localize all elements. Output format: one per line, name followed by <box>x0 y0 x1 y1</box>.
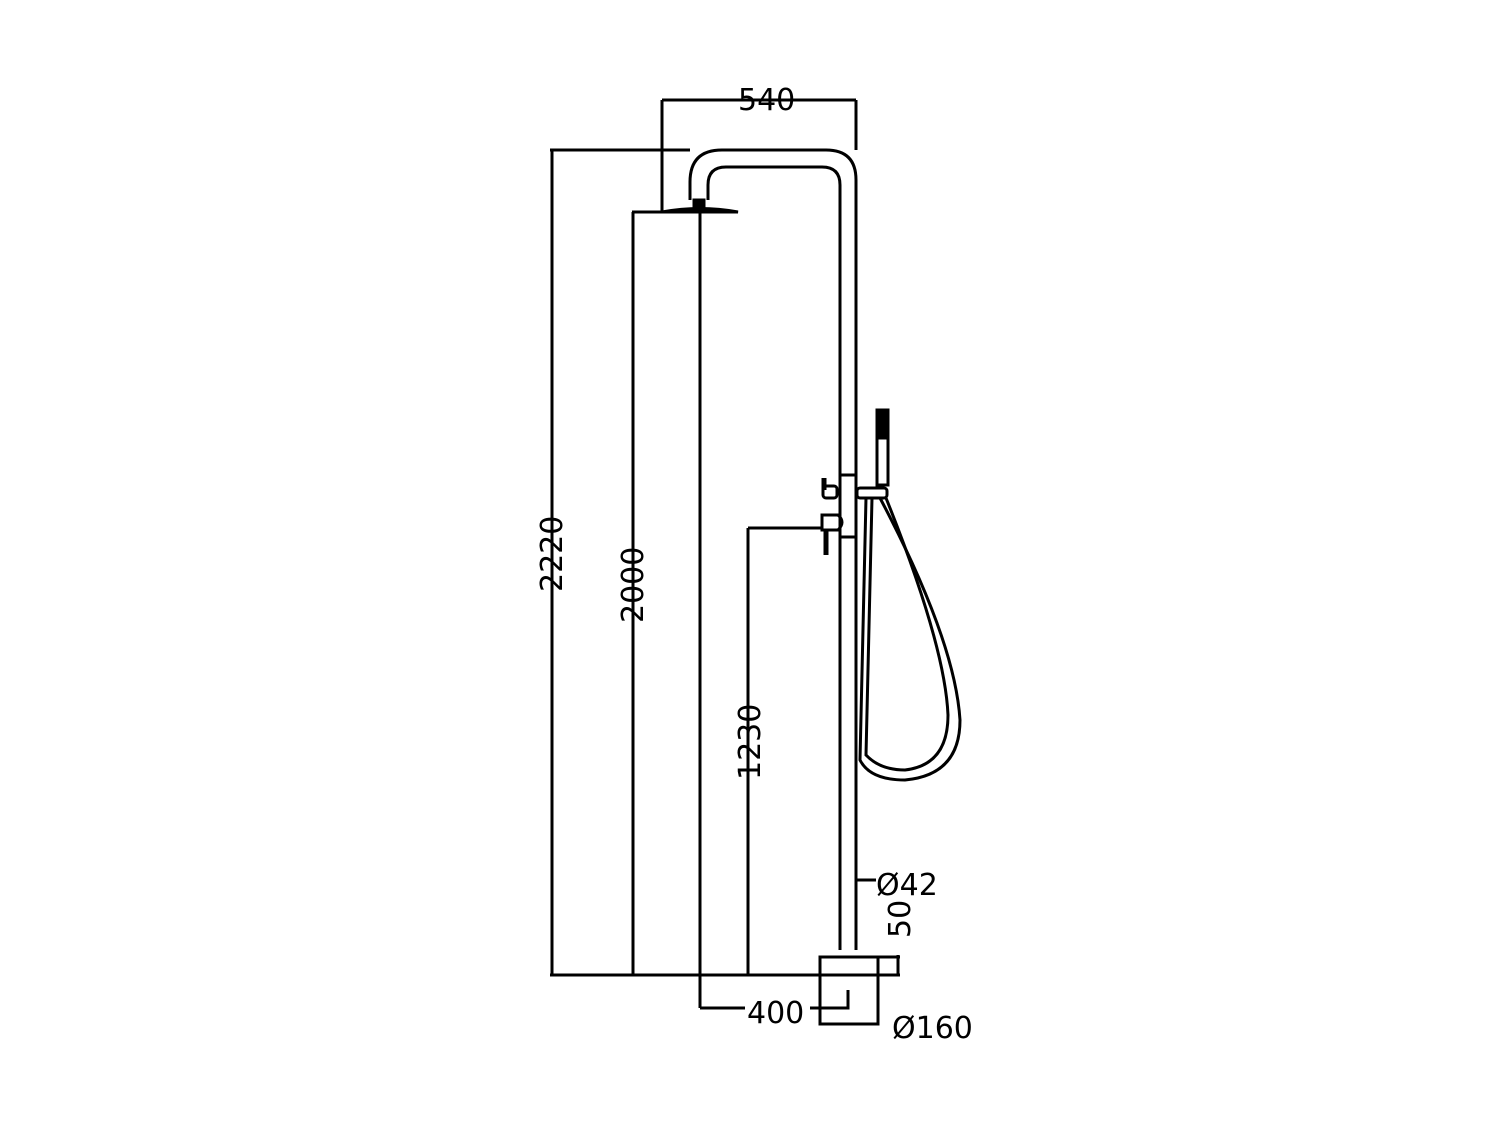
dim-base-height: 50 <box>883 900 918 938</box>
hand-shower-holder <box>855 486 889 500</box>
column-pipe-inner <box>706 165 842 950</box>
mixer-lever-top <box>821 484 839 500</box>
dim-1230: 1230 <box>733 704 768 780</box>
dim-2220: 2220 <box>535 516 570 592</box>
column-pipe-outer <box>688 148 858 950</box>
dim-base-diameter: Ø160 <box>892 1011 973 1046</box>
dim-2000: 2000 <box>616 547 651 623</box>
dim-400: 400 <box>747 996 804 1031</box>
hose <box>858 497 962 782</box>
dim-pipe-diameter: Ø42 <box>876 868 938 903</box>
dim-540: 540 <box>738 83 795 118</box>
mixer-lever-bottom <box>820 513 844 532</box>
